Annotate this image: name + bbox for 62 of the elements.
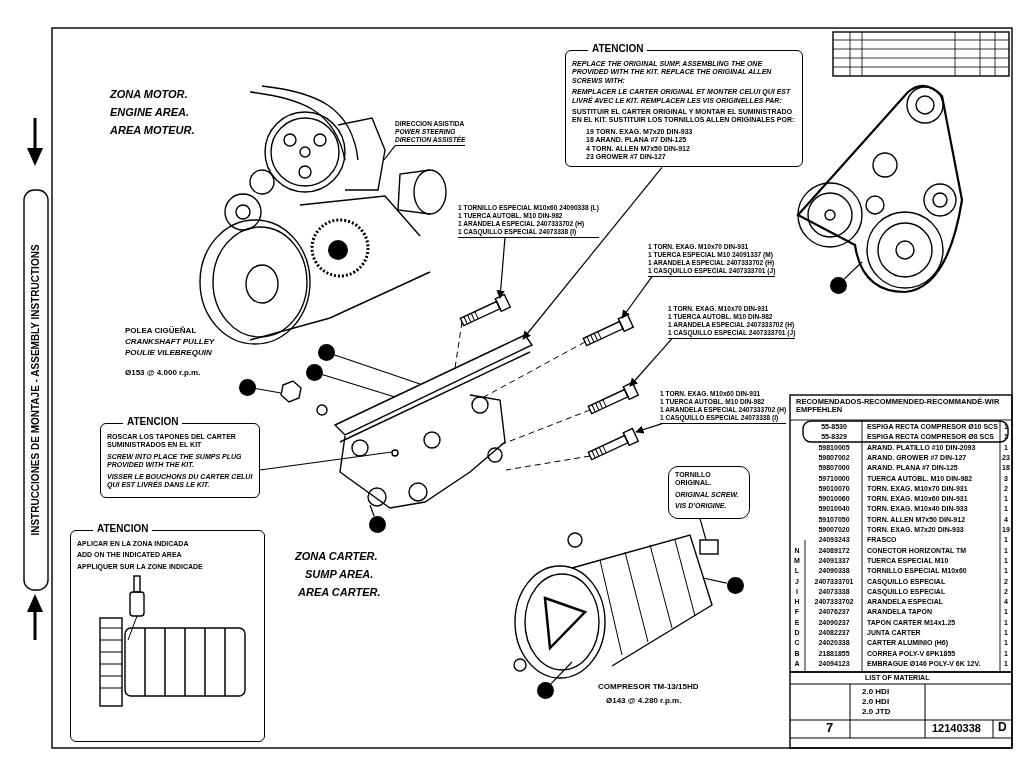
revision-letter: D: [998, 721, 1007, 735]
underlined-callout: [668, 305, 796, 339]
leader-line: [621, 276, 653, 319]
dashed-guide-line: [499, 409, 591, 446]
vehicle-model: 2.0 HDI: [862, 687, 890, 697]
leader-line: [259, 451, 393, 471]
underlined-callout: [660, 390, 787, 424]
zone-label: ZONA MOTOR.: [110, 88, 188, 101]
leader-line: [629, 338, 673, 387]
zone-label: ZONA CARTER.: [295, 550, 378, 563]
underlined-callout: [648, 243, 776, 277]
leader-line: [496, 237, 506, 299]
vehicle-model: 2.0 JTD: [862, 707, 891, 717]
note-heading: ATENCION: [588, 43, 648, 54]
bolt-drawing: [587, 381, 640, 415]
callout-dot: [726, 576, 744, 594]
dashed-guide-line: [505, 455, 591, 471]
leader-line: [843, 261, 863, 280]
speed-spec: Ø153 @ 4.000 r.p.m.: [125, 368, 201, 378]
leader-line: [321, 373, 396, 398]
leader-line: [699, 518, 707, 541]
speed-spec: Ø143 @ 4.280 r.p.m.: [606, 696, 682, 706]
underlined-callout: [395, 120, 466, 146]
underlined-callout: [458, 204, 599, 238]
callout-dot: [305, 363, 323, 381]
callout-dot: [238, 378, 256, 396]
note-heading: ATENCION: [93, 523, 153, 534]
zone-label: AREA MOTEUR.: [110, 124, 195, 137]
callout-dot: [368, 515, 386, 533]
part-label: COMPRESOR TM-13/15HD: [598, 682, 699, 692]
zone-label: ENGINE AREA.: [110, 106, 190, 119]
vertical-title: INSTRUCCIONES DE MONTAJE - ASSEMBLY INSTRUCTIONS: [30, 244, 42, 536]
bolt-drawing: [582, 313, 635, 347]
dashed-guide-line: [481, 341, 586, 399]
bolt-drawing: [587, 427, 640, 461]
part-label: POLEA CIGÜEÑAL: [125, 326, 197, 336]
zone-label: AREA CARTER.: [298, 586, 381, 599]
dashed-guide-line: [454, 321, 463, 369]
nut-drawing: [280, 380, 328, 416]
vehicle-model: 2.0 HDI: [862, 697, 890, 707]
callout-dot: [536, 681, 554, 699]
compressor-drawing: [513, 532, 719, 679]
leader-line: [369, 504, 375, 517]
callout-dot: [317, 343, 335, 361]
leader-line: [702, 577, 728, 584]
leader-line: [383, 145, 396, 161]
leader-line: [333, 354, 421, 385]
sheet-number: 7: [826, 721, 834, 736]
belt-layout-drawing: [796, 84, 964, 294]
sump-bracket-drawing: [334, 334, 534, 509]
zone-label: SUMP AREA.: [305, 568, 374, 581]
part-label: CRANKSHAFT PULLEY: [125, 337, 215, 347]
bolt-drawing: [459, 293, 512, 327]
leader-line: [550, 661, 573, 685]
leader-line: [635, 423, 663, 434]
note-heading: ATENCION: [123, 416, 183, 427]
note-box: [668, 466, 750, 519]
leader-line: [254, 387, 282, 394]
callout-dot: [829, 276, 847, 294]
part-label: POULIE VILEBREQUIN: [125, 348, 212, 358]
drawing-number: 12140338: [932, 722, 981, 735]
leader-line: [522, 166, 663, 340]
